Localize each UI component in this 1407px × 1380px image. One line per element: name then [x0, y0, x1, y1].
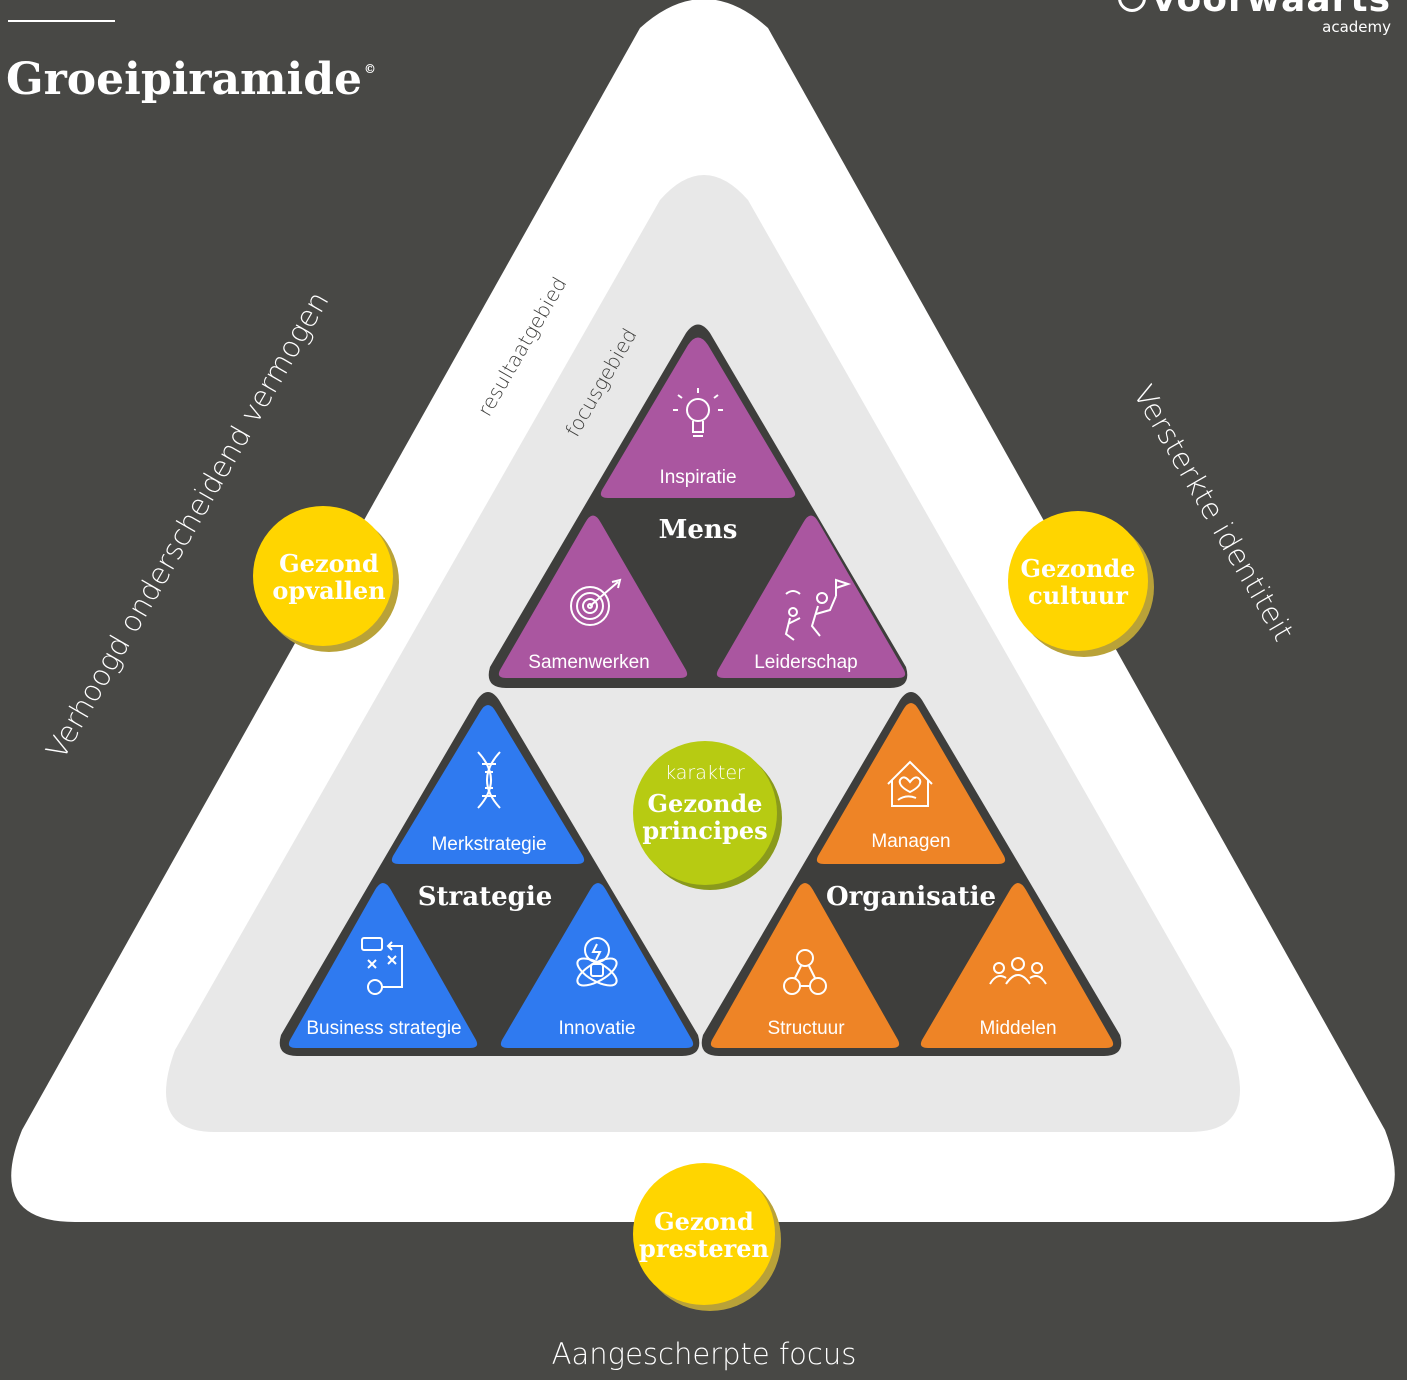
page-title: Groeipiramide©: [6, 54, 376, 105]
brand-sub: academy: [1322, 18, 1391, 36]
group-organisatie: Managen Structuur Middelen Organisatie: [701, 692, 1122, 1056]
brand-name: voorwaarts: [1118, 0, 1391, 18]
outer-label-right: Versterkte identiteit: [1127, 379, 1301, 647]
badge-center-line2: principes: [642, 816, 767, 845]
outer-label-bottom: Aangescherpte focus: [552, 1337, 857, 1371]
group-title-strategie: Strategie: [418, 882, 552, 912]
badge-right-line1: Gezonde: [1021, 554, 1136, 583]
badge-left-line2: opvallen: [272, 576, 385, 605]
mens-tile-inspiratie: [600, 337, 796, 498]
title-rule: [8, 20, 115, 22]
badge-center-line1: Gezonde: [648, 789, 763, 818]
badge-gezonde-cultuur: Gezonde cultuur: [1008, 511, 1154, 657]
label-managen: Managen: [871, 831, 950, 852]
mens-tile-samenwerken: [498, 515, 688, 678]
label-inspiratie: Inspiratie: [659, 467, 736, 488]
label-middelen: Middelen: [979, 1018, 1056, 1039]
badge-bottom-line2: presteren: [639, 1234, 769, 1263]
group-title-organisatie: Organisatie: [826, 882, 996, 912]
label-innovatie: Innovatie: [558, 1018, 635, 1039]
label-leiderschap: Leiderschap: [754, 652, 858, 673]
badge-gezond-opvallen: Gezond opvallen: [253, 506, 399, 652]
strategie-tile-business: [288, 883, 478, 1048]
strategie-tile-innovatie: [500, 883, 694, 1048]
brand-name-text: voorwaarts: [1152, 0, 1391, 20]
idea-atom-icon: [576, 937, 618, 987]
mens-tile-leiderschap: [716, 515, 906, 678]
brand-logo: voorwaarts academy: [1118, 0, 1391, 36]
group-strategie: Merkstrategie Business strategie Innovat…: [279, 692, 700, 1056]
badge-right-line2: cultuur: [1028, 581, 1128, 610]
organisatie-tile-middelen: [920, 883, 1114, 1048]
badge-bottom-line1: Gezond: [654, 1207, 754, 1236]
label-business-strategie: Business strategie: [306, 1018, 461, 1039]
page-title-text: Groeipiramide: [6, 54, 363, 105]
target-icon: [570, 578, 622, 626]
lightbulb-icon: [673, 388, 723, 437]
dna-icon: [477, 751, 501, 809]
group-title-mens: Mens: [659, 515, 738, 545]
strategy-board-icon: [361, 937, 403, 995]
label-samenwerken: Samenwerken: [528, 652, 649, 673]
badge-left-line1: Gezond: [279, 549, 379, 578]
people-icon: [989, 957, 1047, 985]
copyright-mark: ©: [364, 62, 377, 76]
climbing-icon: [784, 578, 852, 641]
badge-gezond-presteren: Gezond presteren: [633, 1163, 781, 1311]
network-icon: [783, 949, 827, 995]
badge-gezonde-principes: karakter Gezonde principes: [633, 741, 782, 890]
badge-center-small: karakter: [665, 762, 745, 784]
organisatie-tile-managen: [816, 703, 1006, 864]
house-heart-icon: [887, 760, 933, 807]
group-mens: Inspiratie Samenwerken Leiderschap Mens: [488, 324, 908, 688]
label-merkstrategie: Merkstrategie: [431, 834, 546, 855]
label-structuur: Structuur: [767, 1018, 845, 1039]
